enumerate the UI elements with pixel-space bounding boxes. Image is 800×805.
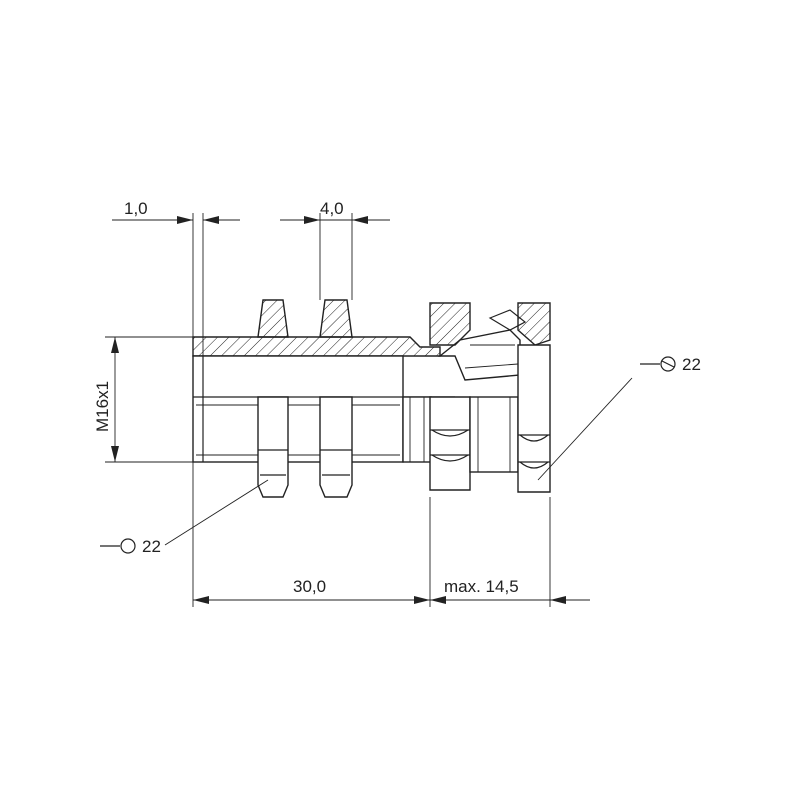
wrench-callout-right: 22 <box>537 355 701 481</box>
arrow <box>550 596 566 604</box>
wrench-size-right: 22 <box>682 355 701 374</box>
hex-curve <box>431 429 469 437</box>
hex-nut-right-section <box>517 302 551 346</box>
thread-nut-2-view <box>319 396 353 498</box>
thread-nut-2-section <box>319 299 353 338</box>
dimension-1-0: 1,0 <box>112 199 240 356</box>
dim-label-thread: M16x1 <box>93 381 112 432</box>
tube-line <box>464 363 519 369</box>
arrow <box>111 337 119 353</box>
spacer <box>469 396 519 473</box>
leader-line <box>164 479 269 546</box>
sleeve-upper-section <box>192 336 441 357</box>
hex-nut-right <box>488 302 551 493</box>
arrow <box>304 216 320 224</box>
inner-clip <box>488 309 527 331</box>
hex-nut-right-body <box>517 344 551 493</box>
sleeve-lower <box>192 355 404 463</box>
dimension-length: 30,0 max. 14,5 <box>192 462 590 607</box>
dim-label-max-length: max. 14,5 <box>444 577 519 596</box>
arrow <box>430 596 446 604</box>
connector-body <box>192 299 551 498</box>
arrow <box>414 596 430 604</box>
wrench-icon <box>100 538 136 554</box>
hex-nut-left <box>429 302 471 491</box>
hex-nut-left-lower <box>429 396 471 491</box>
thread-nut-1-section <box>257 299 289 338</box>
dim-label-1-0: 1,0 <box>124 199 148 218</box>
cap-curve <box>519 434 549 442</box>
dim-label-length: 30,0 <box>293 577 326 596</box>
arrow <box>203 216 219 224</box>
wrench-size-left: 22 <box>142 537 161 556</box>
wrench-icon <box>640 356 676 372</box>
arrow <box>111 446 119 462</box>
cap-curve-2 <box>519 461 549 469</box>
arrow <box>352 216 368 224</box>
dimension-4-0: 4,0 <box>280 199 390 300</box>
wrench-callout-left: 22 <box>100 479 269 556</box>
arrow <box>193 596 209 604</box>
hex-curve-2 <box>431 454 469 462</box>
dim-label-4-0: 4,0 <box>320 199 344 218</box>
thread-nut-1-view <box>257 396 289 498</box>
hex-nut-left-section <box>429 302 471 346</box>
neck <box>402 396 432 463</box>
dimension-thread: M16x1 <box>93 336 193 463</box>
leader-line <box>537 377 633 481</box>
arrow <box>177 216 193 224</box>
